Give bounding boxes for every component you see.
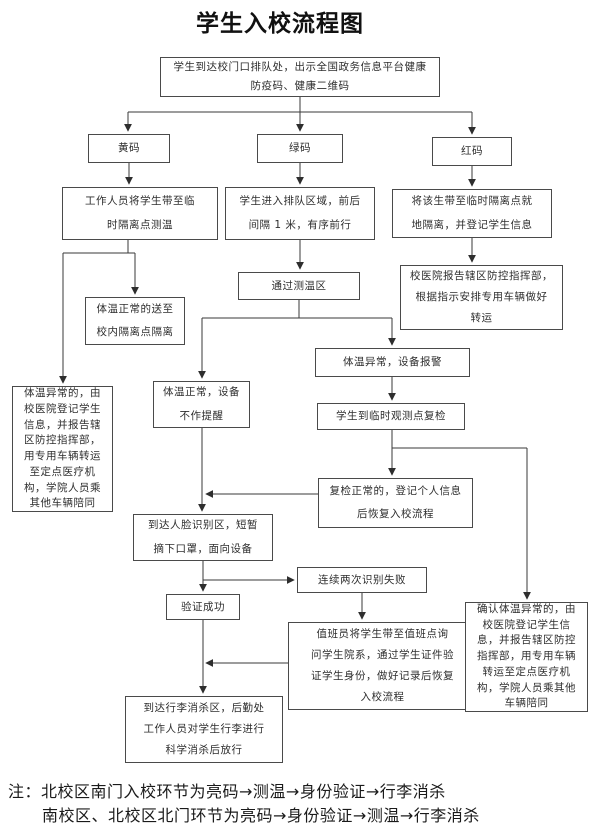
node-verify-success: 验证成功 — [166, 594, 240, 620]
note-line-2: 南校区、北校区北门环节为亮码→身份验证→测温→行李消杀 — [42, 806, 480, 825]
node-confirmed-abnormal-transfer: 确认体温异常的，由 校医院登记学生信 息，并报告辖区防控 指挥部，用专用车辆 转… — [465, 602, 588, 712]
page-title: 学生入校流程图 — [196, 11, 364, 37]
node-luggage-disinfection: 到达行李消杀区，后勤处 工作人员对学生行李进行 科学消杀后放行 — [125, 696, 283, 763]
note-line-1: 注：北校区南门入校环节为亮码→测温→身份验证→行李消杀 — [8, 782, 446, 801]
node-abnormal-temp-alarm: 体温异常，设备报警 — [315, 348, 470, 377]
node-staff-escort-temp-check: 工作人员将学生带至临 时隔离点测温 — [62, 187, 218, 240]
node-normal-no-alert: 体温正常，设备 不作提醒 — [153, 381, 250, 428]
node-queue-area: 学生进入排队区域，前后 间隔 1 米，有序前行 — [225, 187, 375, 240]
node-recognition-failed-twice: 连续两次识别失败 — [297, 567, 427, 593]
node-abnormal-transfer-left: 体温异常的，由 校医院登记学生 信息，并报告辖 区防控指挥部， 用专用车辆转运 … — [12, 386, 113, 512]
node-recheck-observation: 学生到临时观测点复检 — [317, 403, 465, 430]
node-hospital-report-transfer: 校医院报告辖区防控指挥部， 根据指示安排专用车辆做好 转运 — [400, 265, 563, 330]
node-normal-campus-isolation: 体温正常的送至 校内隔离点隔离 — [85, 297, 185, 345]
footnote: 注：北校区南门入校环节为亮码→测温→身份验证→行李消杀 南校区、北校区北门环节为… — [8, 780, 480, 828]
node-green-code: 绿码 — [257, 134, 343, 163]
node-red-isolation-register: 将该生带至临时隔离点就 地隔离，并登记学生信息 — [392, 189, 552, 238]
node-temperature-zone: 通过测温区 — [238, 272, 360, 300]
node-face-recognition: 到达人脸识别区，短暂 摘下口罩，面向设备 — [133, 514, 273, 561]
node-arrive-gate: 学生到达校门口排队处，出示全国政务信息平台健康 防疫码、健康二维码 — [160, 57, 440, 97]
node-duty-officer-verify: 值班员将学生带至值班点询 问学生院系，通过学生证件验 证学生身份，做好记录后恢复… — [288, 622, 477, 710]
node-red-code: 红码 — [432, 137, 512, 166]
node-recheck-normal-resume: 复检正常的，登记个人信息 后恢复入校流程 — [318, 478, 473, 528]
node-yellow-code: 黄码 — [88, 134, 170, 163]
